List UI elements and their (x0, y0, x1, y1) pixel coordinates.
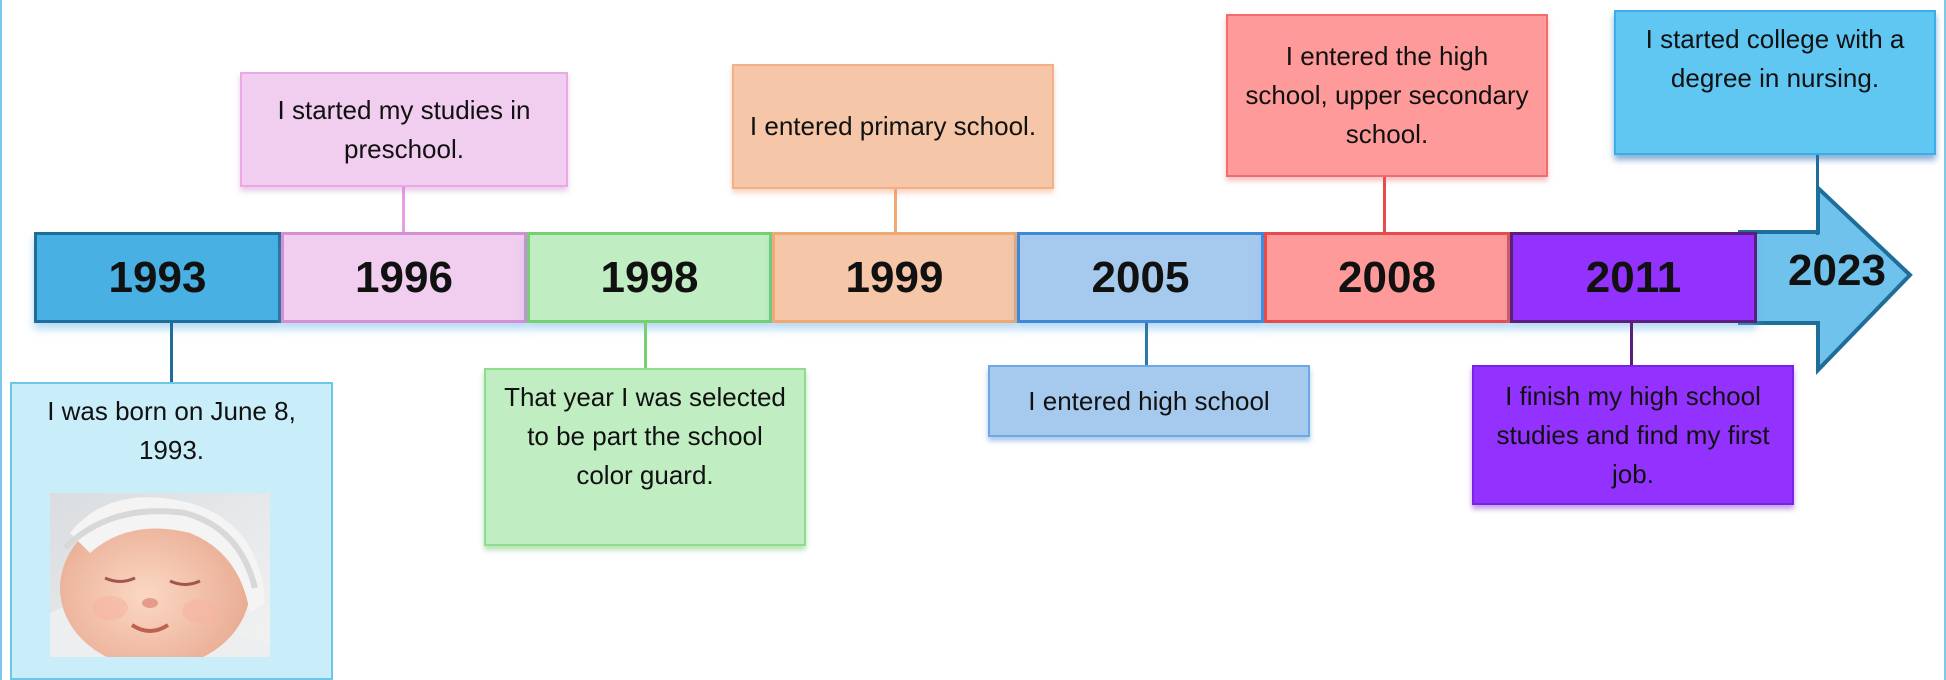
event-box-2023: I started college with a degree in nursi… (1614, 10, 1936, 155)
event-box-1996: I started my studies in preschool. (240, 72, 568, 187)
event-box-2005: I entered high school (988, 365, 1310, 437)
year-segment-2008: 2008 (1264, 232, 1510, 323)
sleeping-baby-photo (50, 493, 270, 657)
event-box-1998: That year I was selected to be part the … (484, 368, 806, 546)
connector-2008 (1383, 177, 1386, 232)
connector-1996 (402, 187, 405, 232)
event-text-1996: I started my studies in preschool. (277, 94, 531, 164)
connector-1999 (894, 189, 897, 232)
year-segment-2011: 2011 (1510, 232, 1757, 323)
event-text-1999: I entered primary school. (749, 111, 1037, 141)
event-text-1998: That year I was selected to be part the … (504, 382, 786, 490)
event-text-2008: I entered the high school, upper seconda… (1245, 41, 1529, 149)
year-segment-1993: 1993 (34, 232, 281, 323)
connector-2005 (1145, 323, 1148, 365)
year-segment-2023: 2023 (1772, 236, 1902, 306)
event-text-1993: I was born on June 8, 1993. (47, 396, 296, 465)
event-box-2011: I finish my high school studies and find… (1472, 365, 1794, 505)
year-label-2011: 2011 (1585, 252, 1682, 302)
event-text-2011: I finish my high school studies and find… (1496, 380, 1770, 489)
year-segment-1999: 1999 (772, 232, 1017, 323)
event-text-2023: I started college with a degree in nursi… (1645, 24, 1905, 93)
year-label-2008: 2008 (1338, 252, 1436, 302)
connector-1993 (170, 323, 173, 383)
year-label-1996: 1996 (355, 252, 453, 302)
year-label-1999: 1999 (845, 252, 944, 302)
connector-1998 (644, 323, 647, 368)
event-box-1999: I entered primary school. (732, 64, 1054, 189)
year-label-1993: 1993 (108, 252, 207, 302)
year-segment-1998: 1998 (527, 232, 772, 323)
year-segment-2005: 2005 (1017, 232, 1264, 323)
connector-2023 (1816, 155, 1819, 235)
event-box-2008: I entered the high school, upper seconda… (1226, 14, 1548, 177)
year-label-2005: 2005 (1091, 252, 1190, 302)
year-label-1998: 1998 (600, 252, 699, 302)
connector-2011 (1630, 323, 1633, 365)
year-segment-1996: 1996 (281, 232, 527, 323)
event-text-2005: I entered high school (1028, 385, 1270, 416)
year-label-2023: 2023 (1788, 246, 1886, 295)
